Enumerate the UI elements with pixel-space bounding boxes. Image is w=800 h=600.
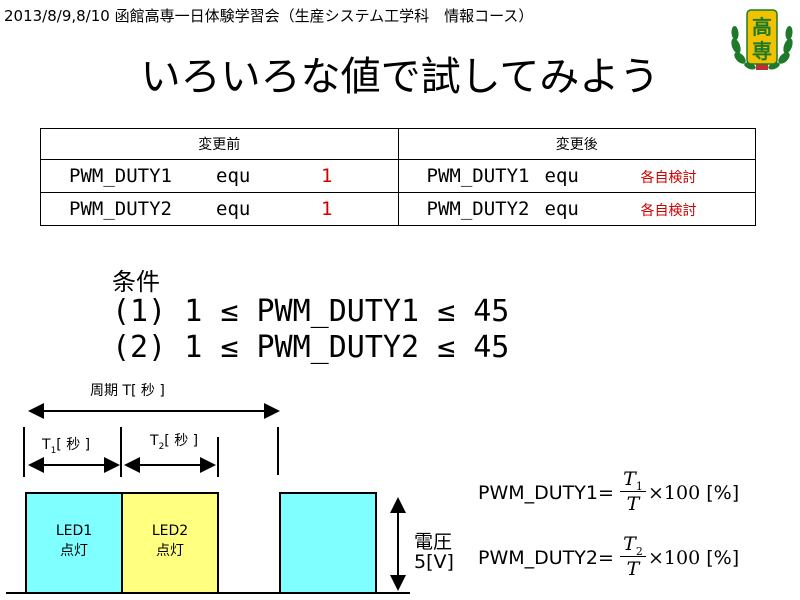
period-label: 周期 T[ 秒 ] — [90, 383, 165, 399]
numerator: T1 — [623, 468, 643, 493]
after-header: 変更後 — [397, 128, 756, 160]
param-value-before: 1 — [321, 198, 333, 220]
formula-rest: ×100 [%] — [648, 547, 740, 569]
formula-rest: ×100 [%] — [648, 482, 740, 504]
logo-char-1: 高 — [752, 15, 772, 39]
pwm-timing-diagram: 周期 T[ 秒 ] T1[ 秒 ] T2[ 秒 ] LED1 点灯 LED2 点… — [6, 383, 410, 594]
comparison-table: 変更前 変更後 PWM_DUTY1 equ 1 PWM_DUTY1 equ 各自… — [40, 128, 756, 226]
denominator: T — [626, 493, 640, 515]
led2-pulse — [121, 492, 219, 594]
t1-label: T1[ 秒 ] — [41, 437, 90, 456]
param-op: equ — [544, 165, 579, 187]
param-name: PWM_DUTY2 — [69, 198, 172, 220]
formula-label: PWM_DUTY1= — [478, 482, 614, 504]
t2-label: T2[ 秒 ] — [149, 433, 198, 452]
led1-pulse — [25, 492, 123, 594]
header-text: 2013/8/9,8/10 函館高専一日体験学習会（生産システム工学科 情報コー… — [4, 7, 534, 25]
led2-label-2: 点灯 — [156, 543, 184, 559]
school-logo: 高 専 — [731, 9, 793, 70]
condition-2: (2) 1 ≤ PWM_DUTY2 ≤ 45 — [112, 330, 510, 365]
fraction: T2 T — [620, 533, 646, 580]
conditions-label: 条件 — [112, 268, 160, 296]
param-name: PWM_DUTY2 — [426, 198, 530, 220]
page-title: いろいろな値で試してみよう — [140, 54, 660, 100]
numerator: T2 — [623, 533, 643, 558]
table-row: PWM_DUTY2 equ 1 PWM_DUTY2 equ 各自検討 — [40, 192, 756, 226]
fraction-bar — [620, 491, 646, 492]
table-row: PWM_DUTY1 equ 1 PWM_DUTY1 equ 各自検討 — [40, 159, 756, 193]
param-name: PWM_DUTY1 — [69, 165, 172, 187]
param-op: equ — [216, 165, 251, 187]
before-header: 変更前 — [40, 128, 399, 160]
param-name: PWM_DUTY1 — [426, 165, 530, 187]
led1-pulse-next — [279, 492, 377, 594]
led1-label-2: 点灯 — [60, 543, 88, 559]
param-value-after: 各自検討 — [640, 170, 697, 186]
voltage-value: 5[V] — [414, 551, 454, 573]
denominator: T — [626, 558, 640, 580]
logo-char-2: 専 — [752, 39, 772, 63]
led2-label: LED2 — [152, 523, 188, 539]
param-value-before: 1 — [321, 165, 333, 187]
fraction-bar — [620, 556, 646, 557]
formula-label: PWM_DUTY2= — [478, 547, 614, 569]
led1-label: LED1 — [56, 523, 92, 539]
param-op: equ — [216, 198, 251, 220]
param-op: equ — [544, 198, 579, 220]
fraction: T1 T — [620, 468, 646, 515]
condition-1: (1) 1 ≤ PWM_DUTY1 ≤ 45 — [112, 294, 510, 329]
laurel-wreath — [731, 26, 793, 70]
param-value-after: 各自検討 — [640, 203, 697, 219]
voltage-label: 電圧 — [414, 531, 453, 553]
